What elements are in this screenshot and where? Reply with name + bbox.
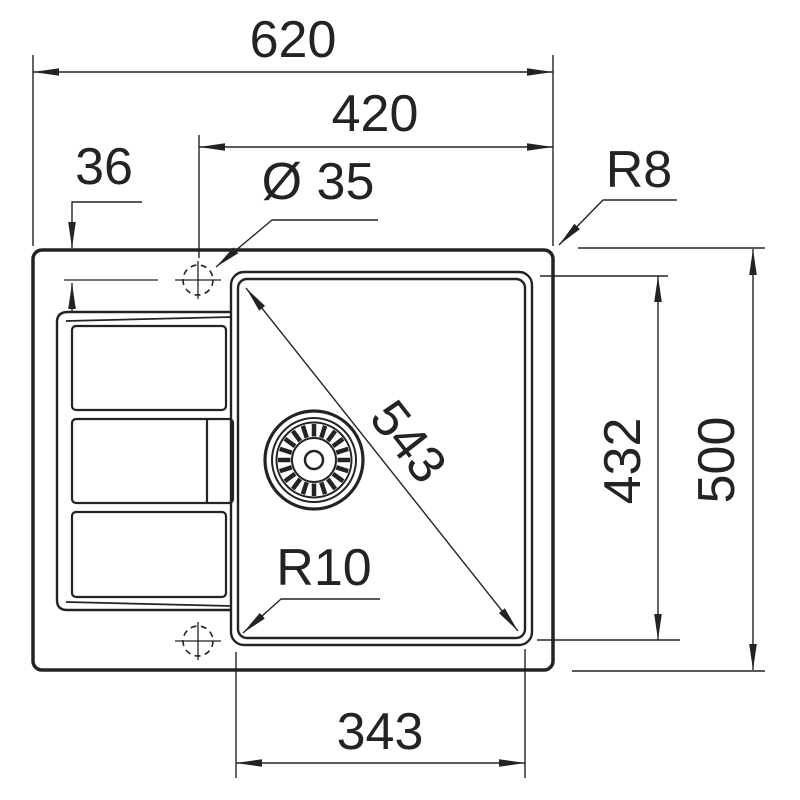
- strainer-vanes: [278, 424, 350, 496]
- drainboard-panel-top: [70, 324, 228, 412]
- dim-r8-label: R8: [606, 141, 672, 199]
- dim-tap-hole-diameter: Ø 35: [215, 153, 378, 268]
- dim-620-label: 620: [250, 11, 337, 69]
- drainboard-top-lip-line: [65, 316, 233, 322]
- dim-tap-to-right-edge: 420: [198, 85, 553, 258]
- dim-bowl-inner-width: 343: [235, 649, 526, 778]
- dim-343-label: 343: [337, 703, 424, 761]
- drain-strainer: [263, 409, 365, 511]
- drainboard-panel-bottom: [70, 510, 228, 599]
- dim-overall-depth: 500: [572, 247, 765, 672]
- dim-overall-width: 620: [32, 11, 554, 246]
- bowl-inner-contour: [236, 277, 527, 640]
- dim-r10-label: R10: [276, 539, 371, 597]
- dim-r8-leader: [558, 199, 677, 246]
- dim-dia35-label: Ø 35: [262, 153, 375, 211]
- sink-outer-outline: [31, 248, 555, 672]
- dim-432-label: 432: [594, 418, 652, 505]
- dim-543-label: 543: [358, 390, 457, 494]
- strainer-center-hole: [303, 449, 325, 471]
- dim-36-leader-upper: [68, 201, 142, 248]
- dim-rim-to-tap: 36: [68, 138, 142, 311]
- drainboard-panel-middle: [70, 417, 235, 505]
- drainboard-outline: [55, 310, 232, 612]
- dim-420-label: 420: [332, 85, 419, 143]
- dim-36-label: 36: [75, 138, 133, 196]
- main-bowl: [229, 270, 534, 647]
- tap-hole-top: [64, 261, 221, 299]
- dim-dia35-leader: [215, 219, 378, 268]
- dim-500-label: 500: [688, 417, 746, 504]
- tap-hole-bottom: [175, 622, 221, 660]
- strainer-inner-ring: [291, 437, 337, 483]
- bowl-outer-contour: [229, 270, 534, 647]
- dim-outer-corner-radius: R8: [558, 141, 677, 246]
- dim-bowl-corner-radius: R10: [242, 539, 380, 634]
- drainboard: [55, 310, 235, 612]
- dim-bowl-inner-depth: 432: [537, 275, 680, 641]
- dim-543-line: [245, 287, 519, 632]
- drainboard-bottom-lip-line: [65, 601, 233, 607]
- dim-r10-leader: [242, 598, 380, 634]
